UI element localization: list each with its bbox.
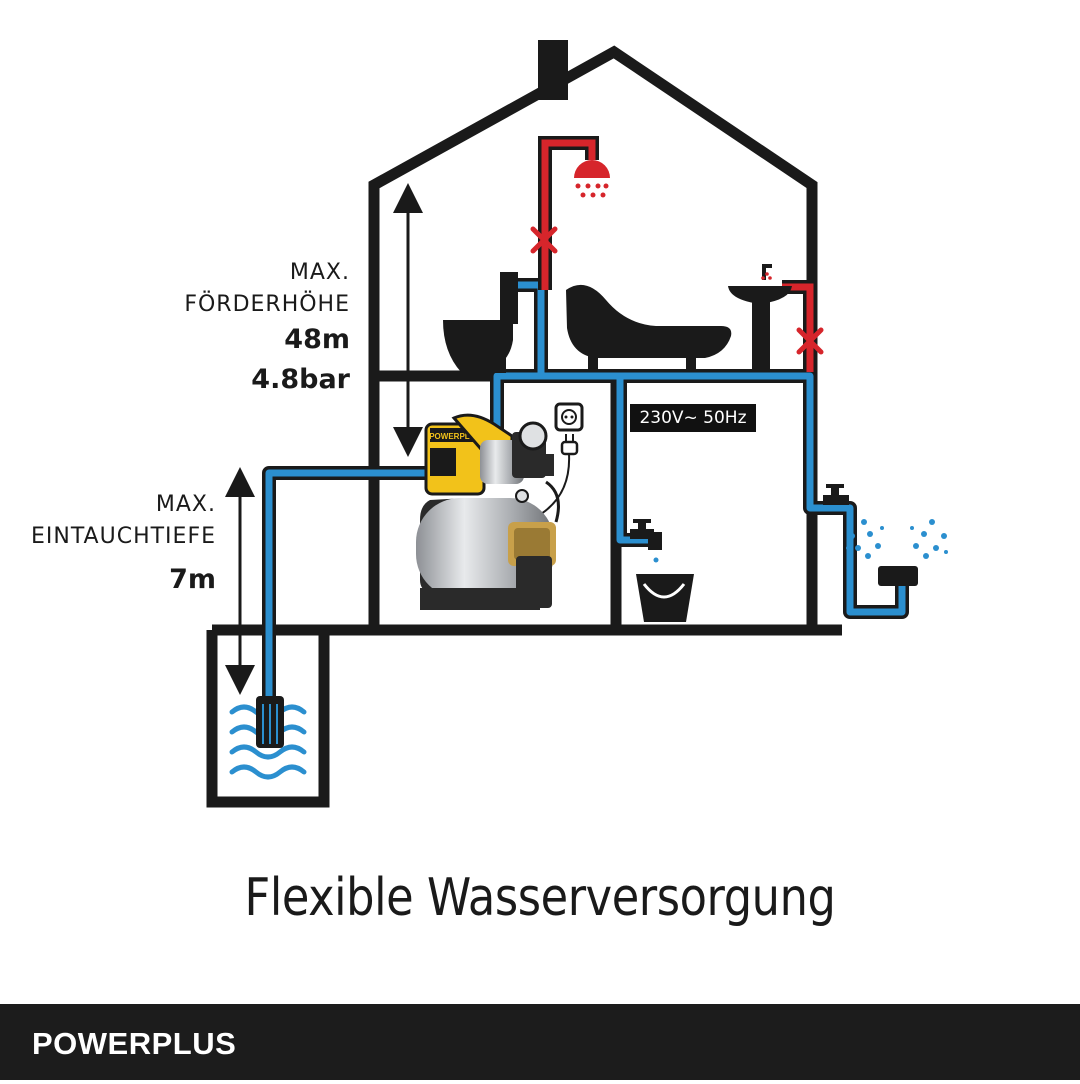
garden-tap-icon [630,519,662,550]
head-label-title: FÖRDERHÖHE [184,292,350,317]
sink-icon [728,264,792,370]
depth-value: 7m [169,564,216,595]
footer-bar: POWERPLUS [0,1004,1080,1080]
pump-brand-label: POWERPLUS [429,432,481,441]
shower-head-icon [574,160,610,198]
depth-label-title: EINTAUCHTIEFE [30,524,216,549]
brand-logo: POWERPLUS [32,1026,237,1061]
chimney [538,40,568,100]
bucket-icon [636,574,694,622]
water-waves-icon [229,704,307,780]
voltage-badge: 230V~ 50Hz [630,404,756,432]
caption: Flexible Wasserversorgung [244,868,836,928]
outdoor-tap-icon [823,484,849,505]
blocked-x-icon [530,226,824,355]
well-icon [206,624,374,808]
bathtub-icon [566,284,732,372]
head-pressure-value: 4.8bar [251,364,350,395]
foot-valve-icon [256,696,284,748]
toilet-icon [443,272,518,373]
garden-pump-icon: POWERPLUS [416,413,560,610]
lawn-sprinkler-icon [846,519,948,586]
head-label-max: MAX. [289,260,350,285]
depth-label-max: MAX. [155,492,216,517]
power-socket-icon [554,402,584,432]
head-height-value: 48m [284,324,350,355]
